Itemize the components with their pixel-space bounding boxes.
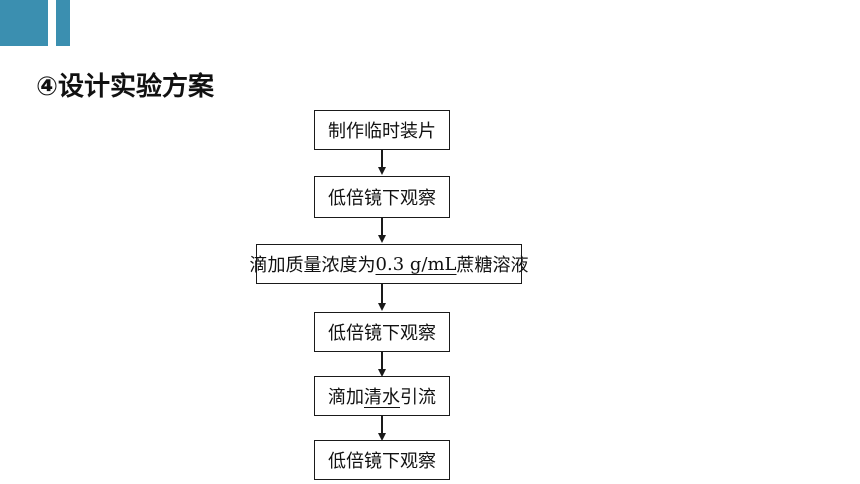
flow-step-5-text-water: 清水 <box>364 387 400 408</box>
flow-step-1-text: 制作临时装片 <box>328 121 436 142</box>
flow-step-3-text-concentration: 0.3 g/mL <box>375 253 457 275</box>
flow-step-2: 低倍镜下观察 <box>314 176 450 218</box>
flow-step-3-text-pre: 滴加质量浓度为 <box>249 255 376 276</box>
flow-step-3: 滴加质量浓度为 0.3 g/mL 蔗糖溶液 <box>250 244 528 284</box>
flow-step-6-text: 低倍镜下观察 <box>328 451 436 472</box>
header-accent-bar <box>56 0 70 46</box>
section-heading: ④设计实验方案 <box>36 72 215 102</box>
flow-step-5: 滴加 清水 引流 <box>314 376 450 416</box>
flow-step-5-text-post: 引流 <box>400 387 436 408</box>
flow-step-6: 低倍镜下观察 <box>314 440 450 480</box>
flow-step-3-text-post: 蔗糖溶液 <box>456 255 529 276</box>
flow-step-5-text-pre: 滴加 <box>328 387 364 408</box>
flow-step-4: 低倍镜下观察 <box>314 312 450 352</box>
header-accent-block <box>0 0 48 46</box>
flow-step-4-text: 低倍镜下观察 <box>328 323 436 344</box>
flow-step-1: 制作临时装片 <box>314 110 450 150</box>
flow-step-2-text: 低倍镜下观察 <box>328 188 436 209</box>
